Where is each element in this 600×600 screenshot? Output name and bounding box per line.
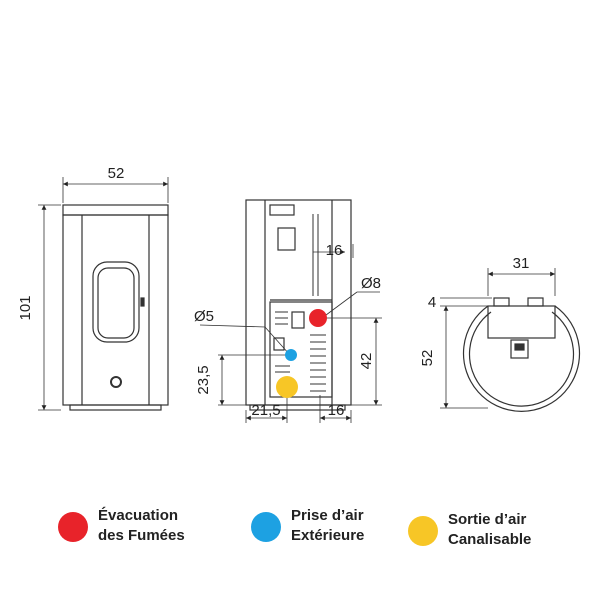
flue-outlet-red: [309, 309, 327, 327]
legend-label: Évacuation des Fumées: [98, 507, 185, 544]
dim-back-23-5: 23,5: [195, 365, 212, 394]
top-outer-ring: [462, 305, 581, 412]
air-intake-blue: [285, 349, 297, 361]
blue-dot-icon: [251, 512, 281, 542]
dim-front-height: 101: [17, 295, 34, 320]
front-window: [92, 261, 140, 343]
ducted-air-yellow: [276, 376, 298, 398]
dim-back-16-top: 16: [326, 242, 343, 259]
dim-back-42: 42: [358, 353, 375, 370]
dim-back-diam8: Ø8: [361, 275, 381, 292]
top-back-panel: [487, 305, 556, 339]
front-knob: [110, 376, 122, 388]
back-view: [199, 199, 382, 423]
dim-back-21-5: 21,5: [251, 402, 280, 419]
legend-item-ducted-air: Sortie d’air Canalisable: [408, 510, 531, 550]
legend-item-air-intake: Prise d’air Extérieure: [251, 506, 364, 546]
dim-back-16-bottom: 16: [328, 402, 345, 419]
back-base: [249, 404, 346, 411]
dim-front-width: 52: [108, 165, 125, 182]
front-door-handle: [140, 297, 145, 307]
red-dot-icon: [58, 512, 88, 542]
front-view: [38, 177, 169, 411]
dim-top-31: 31: [513, 255, 530, 272]
legend-label: Sortie d’air Canalisable: [448, 511, 532, 548]
dim-top-4: 4: [428, 294, 436, 311]
dim-back-diam5: Ø5: [194, 308, 214, 325]
legend-item-flue: Évacuation des Fumées: [58, 506, 185, 546]
front-base: [69, 404, 162, 411]
yellow-dot-icon: [408, 516, 438, 546]
front-top-cap: [62, 204, 169, 216]
legend-label: Prise d’air Extérieure: [291, 507, 365, 544]
dim-top-52: 52: [419, 350, 436, 367]
top-view: [440, 268, 581, 412]
